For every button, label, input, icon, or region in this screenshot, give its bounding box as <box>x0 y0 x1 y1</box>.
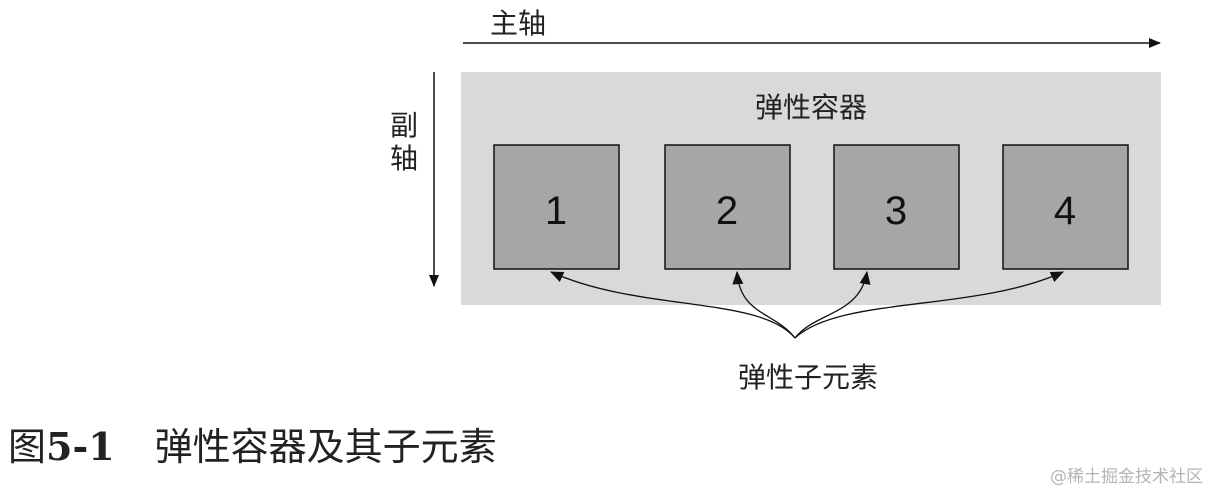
flex-item-3: 3 <box>833 144 960 270</box>
caption-number: 5-1 <box>46 424 115 469</box>
caption-prefix: 图 <box>8 425 47 469</box>
cross-axis-label-1: 副 <box>390 109 418 142</box>
flexbox-diagram: 主轴 副 轴 弹性容器 1 2 3 4 弹性子元素 <box>390 7 1161 394</box>
flex-items-label: 弹性子元素 <box>738 361 878 394</box>
caption-text: 弹性容器及其子元素 <box>154 425 497 469</box>
pointer-arrow-2 <box>732 270 796 339</box>
main-axis-label: 主轴 <box>490 7 546 40</box>
flex-item-label: 1 <box>545 189 567 233</box>
watermark: @稀土掘金技术社区 <box>1050 467 1203 487</box>
flex-item-1: 1 <box>493 144 620 270</box>
flex-item-2: 2 <box>664 144 791 270</box>
pointer-arrow-3 <box>794 270 871 339</box>
flex-item-4: 4 <box>1002 144 1129 270</box>
flex-item-label: 3 <box>885 189 907 233</box>
pointer-arrow-1 <box>549 271 796 339</box>
cross-axis-label-2: 轴 <box>390 142 418 175</box>
container-label: 弹性容器 <box>755 91 867 124</box>
figure-caption: 图5-1 弹性容器及其子元素 <box>8 425 497 469</box>
pointer-arrow-4 <box>794 271 1065 339</box>
flex-item-label: 2 <box>716 189 738 233</box>
flex-item-label: 4 <box>1054 189 1076 233</box>
